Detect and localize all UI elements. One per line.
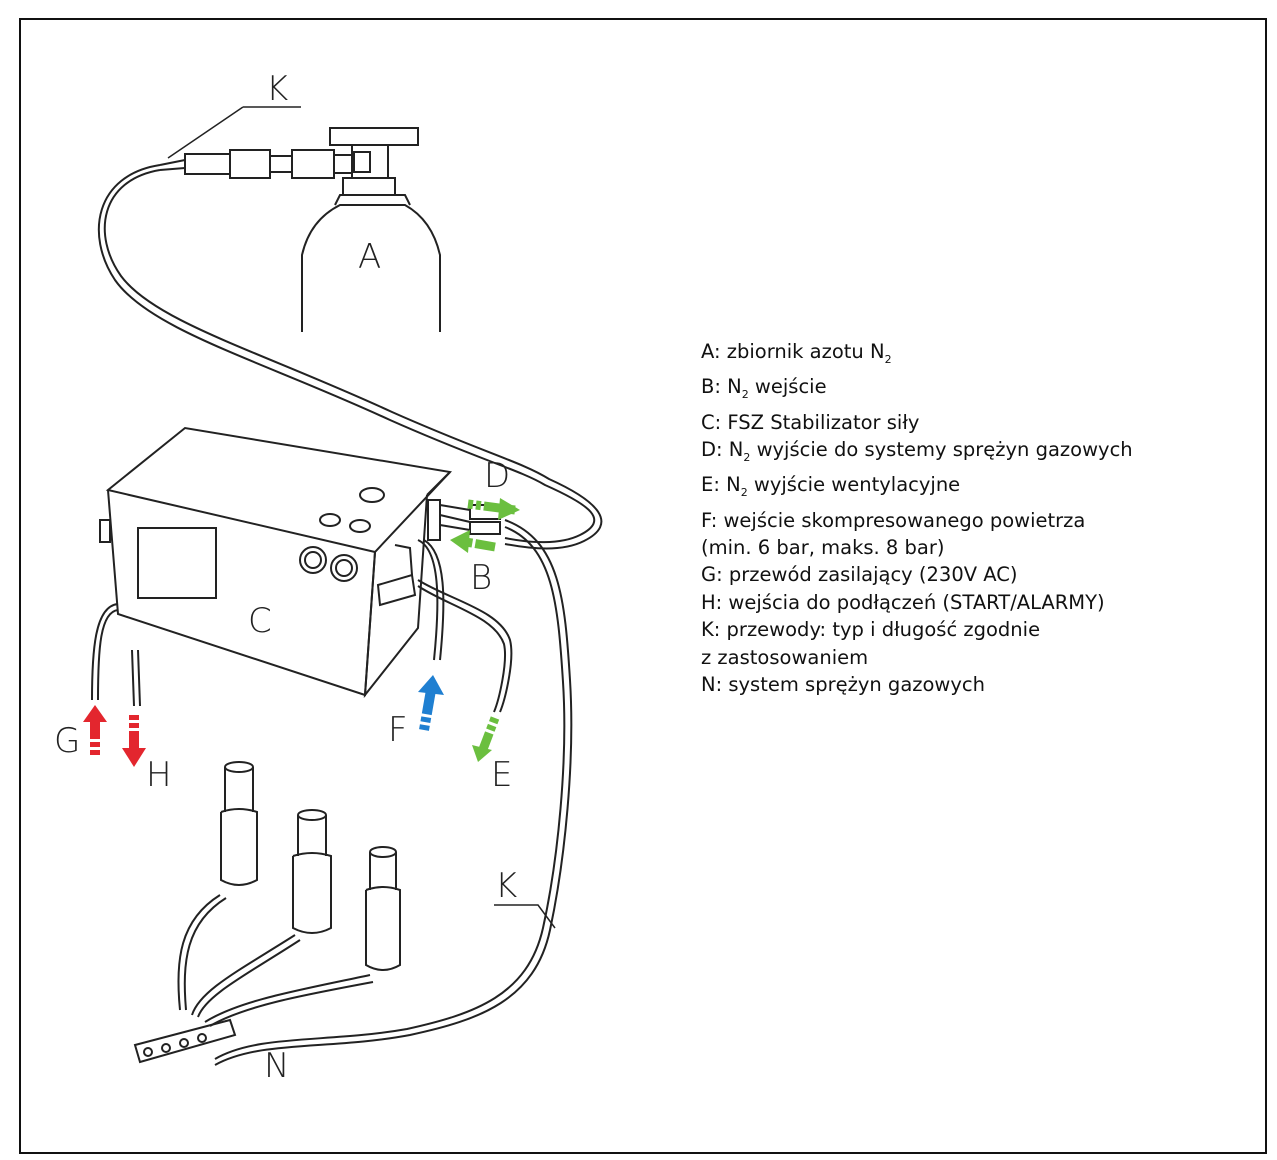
legend-item-h: H: wejścia do podłączeń (START/ALARMY) [701, 590, 1105, 614]
callout-d: D [484, 456, 510, 496]
arrow-b [450, 530, 496, 553]
legend-item-c: C: FSZ Stabilizator siły [701, 410, 920, 434]
arrow-g [83, 705, 107, 755]
legend-item-d: D: N2 wyjście do systemy sprężyn gazowyc… [701, 438, 1133, 464]
legend-item-k: K: przewody: typ i długość zgodnie [701, 618, 1041, 642]
legend-item-n: N: system sprężyn gazowych [701, 673, 985, 697]
nitrogen-tank [301, 127, 441, 332]
arrow-d [467, 498, 520, 520]
hose-k-top [97, 149, 603, 550]
callout-b: B [470, 558, 492, 598]
gas-springs [133, 761, 401, 1064]
arrow-e [472, 716, 500, 762]
force-stabilizer-box [99, 426, 501, 699]
callout-f: F [388, 710, 408, 750]
callout-h: H [146, 755, 172, 795]
legend-item-f-range: (min. 6 bar, maks. 8 bar) [701, 536, 945, 559]
legend-item-f: F: wejście skompresowanego powietrza [701, 508, 1086, 532]
legend-item-g: G: przewód zasilający (230V AC) [701, 563, 1018, 587]
legend-item-e: E: N2 wyjście wentylacyjne [701, 473, 961, 500]
legend: A: zbiornik azotu N2 B: N2 wejście C: FS… [701, 338, 1261, 698]
callout-g: G [54, 721, 80, 761]
callout-n: N [264, 1046, 289, 1086]
arrow-f [418, 675, 444, 731]
callout-a: A [358, 237, 381, 277]
k-leaders [167, 106, 556, 929]
legend-item-a: A: zbiornik azotu N2 [701, 340, 892, 366]
legend-item-b: B: N2 wejście [701, 375, 827, 402]
arrow-h [122, 715, 146, 767]
callout-k-right: K [495, 866, 517, 906]
callout-e: E [491, 755, 512, 795]
legend-item-k-cont: z zastosowaniem [701, 645, 869, 669]
cables [91, 539, 513, 713]
callout-k-top: K [266, 69, 288, 109]
diagram-frame [19, 18, 1267, 1154]
hose-k-right [214, 519, 573, 1066]
callout-c: C [248, 601, 272, 641]
